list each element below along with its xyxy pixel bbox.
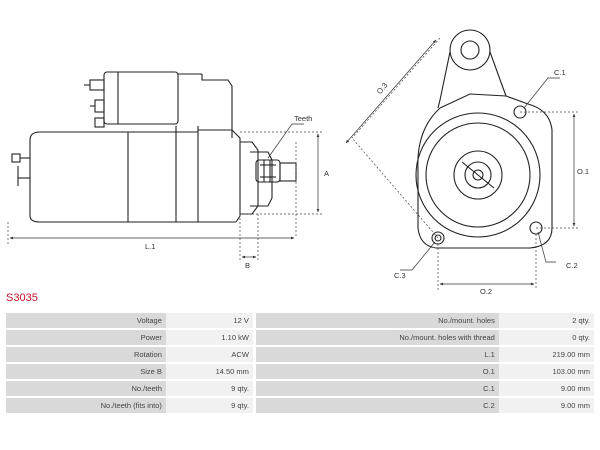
spec-value: 219.00 mm — [498, 347, 594, 362]
table-row: Voltage 12 V No./mount. holes 2 qty. — [6, 313, 594, 328]
spec-value: 0 qty. — [498, 330, 594, 345]
spec-label: O.1 — [255, 364, 499, 379]
starter-front-view — [415, 29, 553, 249]
starter-technical-drawing: Teeth A L.1 B — [7, 29, 589, 296]
spec-label: Voltage — [6, 313, 166, 328]
spec-value: 9 qty. — [165, 381, 253, 396]
dimension-teeth-label: Teeth — [294, 114, 312, 123]
table-row: Size B 14.50 mm O.1 103.00 mm — [6, 364, 594, 379]
table-row: Rotation ACW L.1 219.00 mm — [6, 347, 594, 362]
spec-label: No./teeth (fits into) — [6, 398, 166, 413]
dimension-c2-label: C.2 — [566, 261, 578, 270]
spec-label: Rotation — [6, 347, 166, 362]
side-view-dimensions — [7, 131, 322, 262]
spec-value: 14.50 mm — [165, 364, 253, 379]
spec-value: 9.00 mm — [498, 398, 594, 413]
product-code: S3035 — [6, 292, 38, 304]
spec-label: C.2 — [255, 398, 499, 413]
spec-label: Size B — [6, 364, 166, 379]
table-row: No./teeth 9 qty. C.1 9.00 mm — [6, 381, 594, 396]
spec-value: 9 qty. — [165, 398, 253, 413]
spec-label: No./teeth — [6, 381, 166, 396]
specifications-table: Voltage 12 V No./mount. holes 2 qty. Pow… — [6, 311, 594, 415]
dimension-b-label: B — [245, 261, 250, 270]
spec-value: 9.00 mm — [498, 381, 594, 396]
spec-label: Power — [6, 330, 166, 345]
spec-value: 1.10 kW — [165, 330, 253, 345]
spec-value: 2 qty. — [498, 313, 594, 328]
spec-value: ACW — [165, 347, 253, 362]
dimension-o3-label: O.3 — [375, 81, 390, 96]
dimension-o1-label: O.1 — [577, 167, 589, 176]
spec-label: No./mount. holes with thread — [255, 330, 499, 345]
dimension-o2-label: O.2 — [480, 287, 492, 296]
spec-value: 12 V — [165, 313, 253, 328]
dimension-c3-label: C.3 — [394, 271, 406, 280]
dimension-c1-label: C.1 — [554, 68, 566, 77]
spec-value: 103.00 mm — [498, 364, 594, 379]
starter-side-view — [11, 71, 297, 223]
dimension-l1-label: L.1 — [145, 242, 155, 251]
spec-label: C.1 — [255, 381, 499, 396]
table-row: Power 1.10 kW No./mount. holes with thre… — [6, 330, 594, 345]
dimension-a-label: A — [324, 169, 329, 178]
spec-label: L.1 — [255, 347, 499, 362]
spec-label: No./mount. holes — [255, 313, 499, 328]
table-row: No./teeth (fits into) 9 qty. C.2 9.00 mm — [6, 398, 594, 413]
